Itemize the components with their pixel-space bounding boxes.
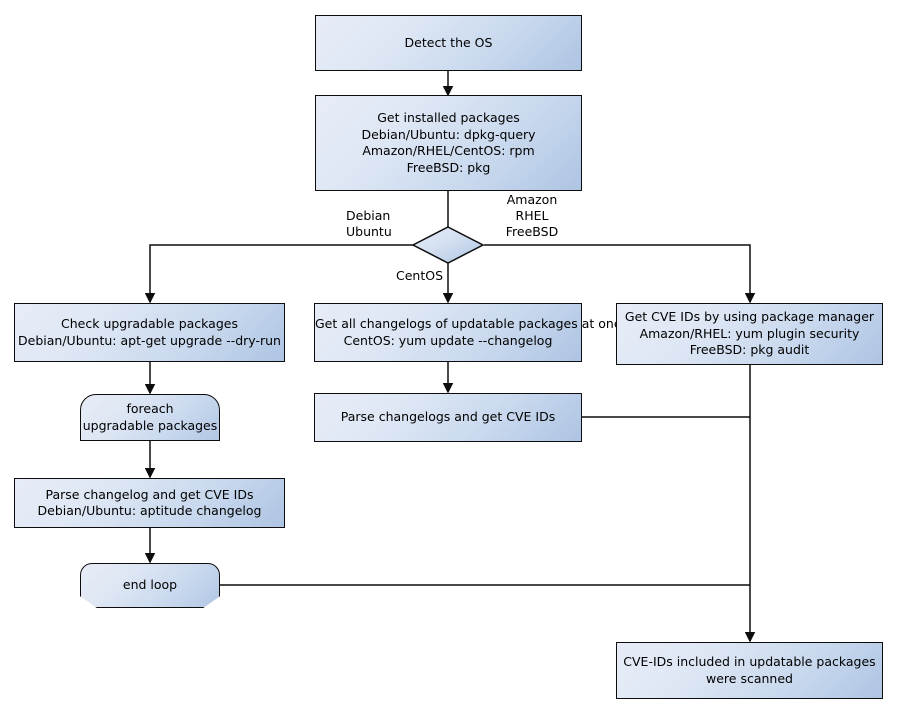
edge-label-centos: CentOS — [396, 268, 444, 283]
node-scan-result-label: CVE-IDs included in updatable packages w… — [623, 654, 876, 686]
node-get-all-changelogs[interactable]: Get all changelogs of updatable packages… — [314, 303, 629, 362]
node-parse-changelog-left-label: Parse changelog and get CVE IDs Debian/U… — [37, 486, 262, 519]
node-get-installed-packages[interactable]: Get installed packages Debian/Ubuntu: dp… — [315, 95, 582, 191]
node-scan-result[interactable]: CVE-IDs included in updatable packages w… — [616, 642, 883, 699]
node-detect-os[interactable]: Detect the OS — [315, 15, 582, 71]
edge-decision-to-check-upgradable — [144, 244, 413, 304]
edge-decision-to-cve-pkgmgr — [484, 244, 756, 304]
node-get-cve-ids-package-manager[interactable]: Get CVE IDs by using package manager Ama… — [616, 303, 883, 365]
node-parse-changelogs-center[interactable]: Parse changelogs and get CVE IDs — [314, 393, 582, 442]
node-parse-changelog-left[interactable]: Parse changelog and get CVE IDs Debian/U… — [14, 478, 285, 528]
node-foreach-upgradable-packages-label: foreach upgradable packages — [82, 401, 218, 433]
node-end-loop[interactable]: end loop — [80, 563, 220, 608]
edge-label-debian-ubuntu: Debian Ubuntu — [346, 208, 392, 239]
node-get-all-changelogs-label: Get all changelogs of updatable packages… — [315, 316, 629, 348]
node-parse-changelogs-center-label: Parse changelogs and get CVE IDs — [340, 409, 556, 425]
node-get-installed-packages-label: Get installed packages Debian/Ubuntu: dp… — [361, 110, 536, 175]
node-get-cve-ids-package-manager-label: Get CVE IDs by using package manager Ama… — [624, 309, 875, 358]
node-detect-os-label: Detect the OS — [404, 34, 493, 50]
edge-label-amazon-rhel-freebsd: Amazon RHEL FreeBSD — [505, 192, 559, 239]
node-os-decision[interactable] — [411, 225, 485, 265]
node-check-upgradable-packages-label: Check upgradable packages Debian/Ubuntu:… — [18, 316, 281, 348]
node-foreach-upgradable-packages[interactable]: foreach upgradable packages — [80, 394, 220, 441]
node-check-upgradable-packages[interactable]: Check upgradable packages Debian/Ubuntu:… — [14, 303, 285, 362]
node-end-loop-label: end loop — [122, 577, 178, 593]
